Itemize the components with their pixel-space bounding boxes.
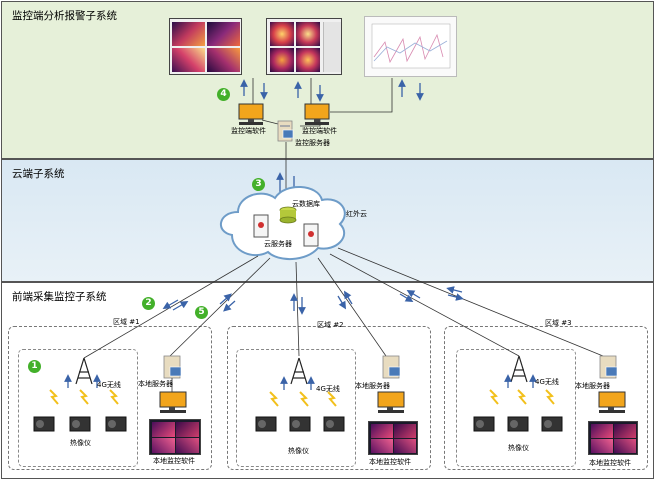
local-pc-icon bbox=[598, 391, 626, 413]
region-1-wireless-label: 4G无线 bbox=[97, 381, 121, 389]
chart-screenshot bbox=[364, 16, 457, 77]
front-subsystem-panel: 前端采集监控子系统 bbox=[1, 282, 654, 479]
signal-icon bbox=[109, 389, 119, 405]
cloud-server-label: 云服务器 bbox=[264, 240, 292, 248]
cloud-server-icon-2 bbox=[303, 223, 319, 247]
cloud-subsystem-title: 云端子系统 bbox=[12, 168, 65, 180]
cloud-subsystem-panel: 云端子系统 bbox=[1, 159, 654, 282]
cloud-name-label: 红外云 bbox=[346, 210, 367, 218]
thermal-screenshot-2 bbox=[266, 18, 342, 75]
monitor-arrows bbox=[240, 79, 424, 196]
tower-icon bbox=[290, 357, 308, 385]
cloud-server-icon-1 bbox=[253, 214, 269, 238]
monitor-server-label: 监控服务器 bbox=[295, 139, 330, 147]
region-2-camera-group bbox=[236, 349, 356, 467]
tower-icon bbox=[510, 355, 528, 383]
thermal-camera-icon bbox=[473, 416, 563, 432]
region-2-server-label: 本地服务器 bbox=[355, 382, 390, 390]
local-monitor-screenshot-1 bbox=[149, 419, 201, 455]
signal-icon bbox=[49, 389, 59, 405]
local-monitor-screenshot-3 bbox=[588, 421, 638, 455]
monitor-server-icon bbox=[277, 120, 294, 142]
local-pc-icon bbox=[159, 391, 187, 413]
region-3-camera-group bbox=[456, 349, 576, 467]
region-2-wireless-label: 4G无线 bbox=[316, 385, 340, 393]
local-server-icon bbox=[599, 355, 618, 379]
monitor-software-label-1: 监控端软件 bbox=[231, 127, 266, 135]
region-2-box bbox=[227, 326, 431, 470]
monitor-software-label-2: 监控端软件 bbox=[302, 127, 337, 135]
monitor-pc-icon-1 bbox=[238, 103, 264, 125]
region-3-devices bbox=[473, 355, 626, 432]
tower-icon bbox=[75, 357, 93, 385]
region-1-label: 区域 #1 bbox=[113, 318, 140, 326]
region-1-devices bbox=[33, 355, 187, 432]
region-2-label: 区域 #2 bbox=[317, 321, 344, 329]
local-monitor-screenshot-2 bbox=[368, 421, 418, 455]
front-subsystem-title: 前端采集监控子系统 bbox=[12, 291, 107, 303]
local-server-icon bbox=[382, 355, 401, 379]
local-pc-icon bbox=[377, 391, 405, 413]
region-1-box bbox=[8, 326, 212, 470]
cloud-to-front-links bbox=[83, 247, 604, 359]
region-2-camera-label: 热像仪 bbox=[288, 447, 309, 455]
monitor-subsystem-title: 监控端分析报警子系统 bbox=[12, 10, 117, 22]
region-3-label: 区域 #3 bbox=[545, 319, 572, 327]
region-1-server-label: 本地服务器 bbox=[138, 380, 173, 388]
step-badge-5: 5 bbox=[195, 306, 208, 319]
region-3-camera-label: 热像仪 bbox=[508, 444, 529, 452]
signal-icon bbox=[79, 389, 89, 405]
step-badge-4: 4 bbox=[217, 88, 230, 101]
region-1-camera-group bbox=[18, 349, 138, 467]
front-arrows bbox=[162, 286, 464, 315]
trend-chart-icon bbox=[371, 23, 451, 69]
region-1-software-label: 本地监控软件 bbox=[153, 457, 195, 465]
step-badge-1: 1 bbox=[28, 360, 41, 373]
cloud-db-label: 云数据库 bbox=[292, 200, 320, 208]
thermal-camera-icon bbox=[255, 416, 345, 432]
region-3-software-label: 本地监控软件 bbox=[589, 459, 631, 467]
region-2-devices bbox=[255, 355, 405, 432]
monitor-pc-icon-2 bbox=[304, 103, 330, 125]
region-2-software-label: 本地监控软件 bbox=[369, 458, 411, 466]
thermal-camera-icon bbox=[33, 416, 127, 432]
step-badge-2: 2 bbox=[142, 297, 155, 310]
local-server-icon bbox=[163, 355, 182, 379]
region-3-server-label: 本地服务器 bbox=[575, 382, 610, 390]
region-3-wireless-label: 4G无线 bbox=[535, 378, 559, 386]
region-3-box bbox=[444, 326, 648, 470]
step-badge-3: 3 bbox=[252, 178, 265, 191]
thermal-screenshot-1 bbox=[169, 18, 242, 75]
region-1-camera-label: 热像仪 bbox=[70, 439, 91, 447]
cloud-database-icon bbox=[279, 206, 297, 224]
